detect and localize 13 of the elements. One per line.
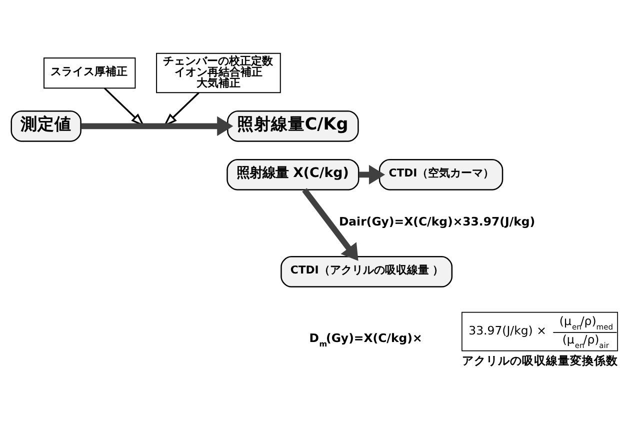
node-box: チェンバーの校正定数 イオン再結合補正 大気補正 (156, 52, 281, 93)
node-box: スライス厚補正 (44, 56, 136, 88)
label: Dair(Gy)=X(C/kg)×33.97(J/kg) (338, 214, 536, 228)
arrow (81, 116, 234, 136)
node-box: 照射線量C/Kg (227, 110, 359, 142)
node-box: CTDI（空気カーマ） (378, 158, 504, 190)
arrow (358, 164, 386, 184)
label: D$_{m}$(Gy)=X(C/kg)× (309, 330, 422, 348)
node-box: CTDI（アクリルの吸収線量 ） (280, 256, 453, 287)
node-label: アクリルの吸収線量変換係数 (462, 352, 618, 367)
node-box: 測定値 (10, 110, 82, 142)
arrow (302, 188, 358, 260)
node-box: 照射線量 X(C/kg) (226, 158, 360, 190)
